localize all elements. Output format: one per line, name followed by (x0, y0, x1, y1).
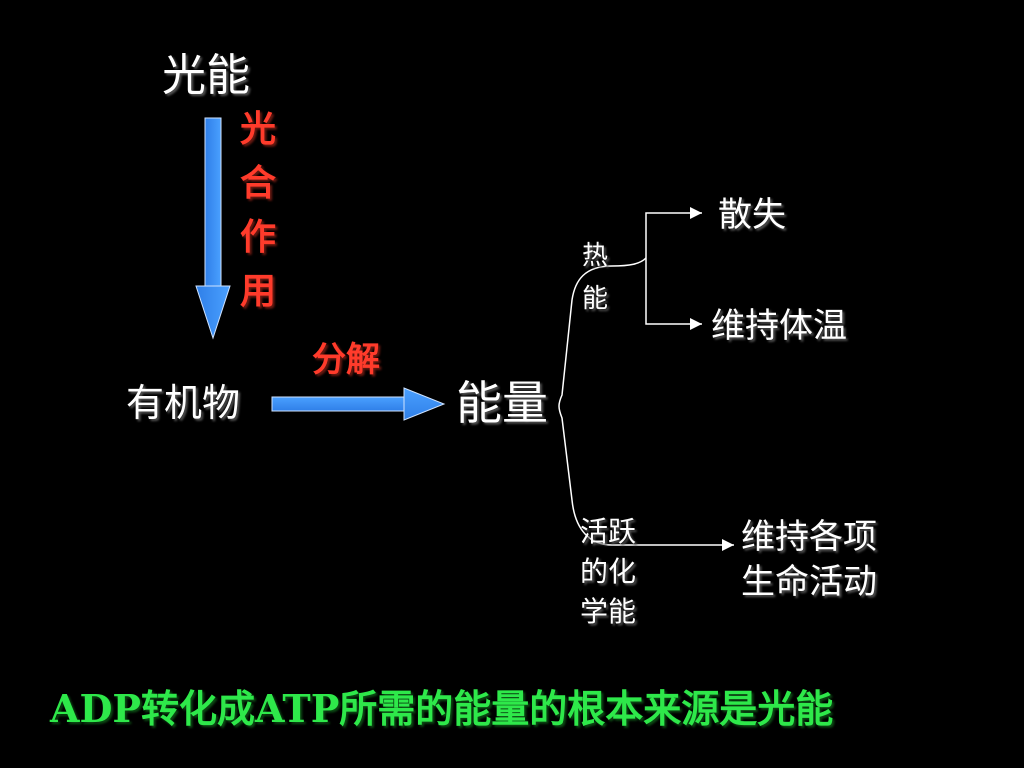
conclusion-text: ADP转化成ATP所需的能量的根本来源是光能 (50, 686, 834, 731)
chem-energy-line-1: 活跃 (580, 515, 637, 548)
life-activities-line-1: 维持各项 (741, 517, 877, 557)
energy-label: 能量 (456, 376, 548, 430)
heat-energy-char-1: 热 (582, 241, 609, 271)
dissipate-connector (645, 207, 702, 258)
body-temp-connector (645, 258, 702, 330)
photosynthesis-char-2: 合 (240, 163, 277, 204)
decompose-label: 分解 (312, 340, 380, 380)
light-energy-label: 光能 (162, 50, 250, 101)
dissipate-label: 散失 (718, 195, 786, 235)
life-activities-line-2: 生命活动 (741, 562, 877, 602)
photosynthesis-char-4: 用 (240, 271, 277, 312)
chem-energy-line-2: 的化 (580, 555, 637, 588)
heat-branch-line (611, 257, 647, 267)
photosynthesis-char-3: 作 (240, 217, 277, 258)
energy-brace (558, 265, 613, 546)
down-arrow (195, 117, 231, 340)
organic-matter-label: 有机物 (126, 381, 241, 425)
photosynthesis-char-1: 光 (240, 109, 277, 150)
right-arrow (271, 387, 446, 421)
chem-energy-line-3: 学能 (580, 595, 637, 628)
heat-energy-char-2: 能 (582, 284, 609, 314)
maintain-body-temp-label: 维持体温 (711, 306, 847, 346)
